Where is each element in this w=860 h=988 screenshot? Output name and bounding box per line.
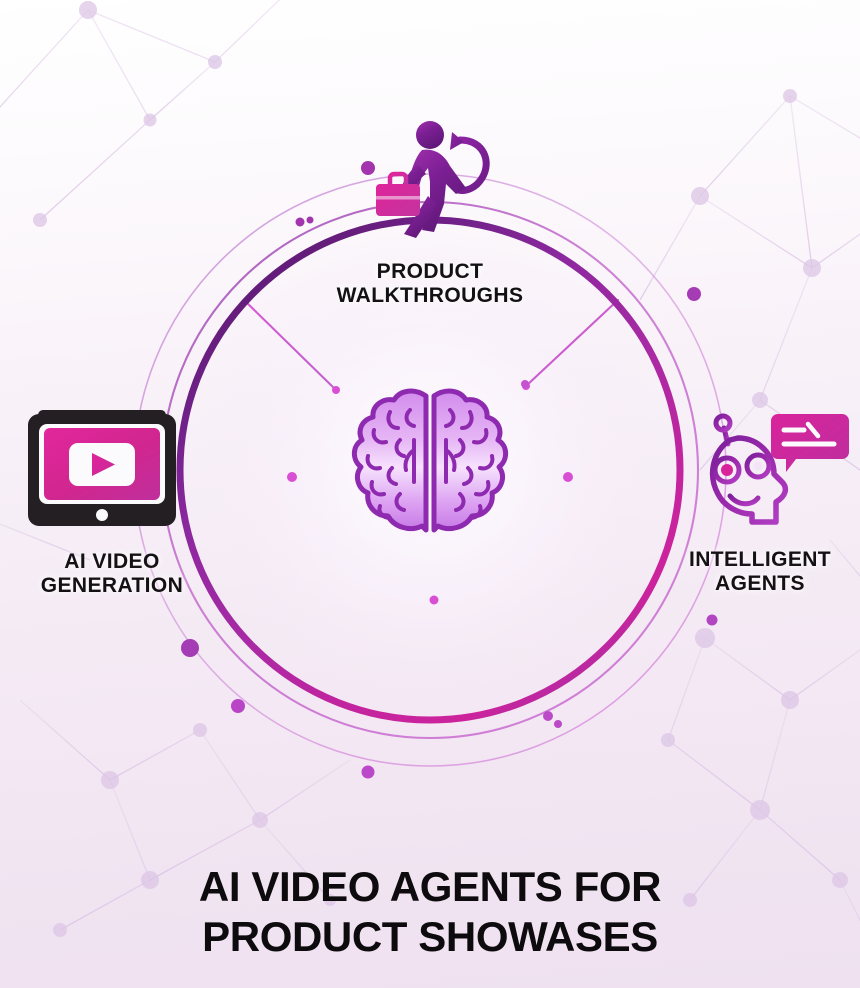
brain-icon <box>344 382 516 542</box>
page-title: AI VIDEO AGENTS FOR PRODUCT SHOWASES <box>198 863 662 960</box>
node-label-ai-video-generation: AI VIDEO GENERATION <box>40 550 184 597</box>
orbit-dots <box>181 161 718 779</box>
node-label-intelligent-agents: INTELLIGENT AGENTS <box>688 548 832 595</box>
network-node-group <box>33 1 848 937</box>
walking-person-briefcase-icon <box>372 118 508 242</box>
tablet-video-play-icon <box>22 406 182 538</box>
node-label-product-walkthroughs: PRODUCT WALKTHROUGHS <box>336 260 524 307</box>
robot-head-chat-icon <box>700 404 850 532</box>
